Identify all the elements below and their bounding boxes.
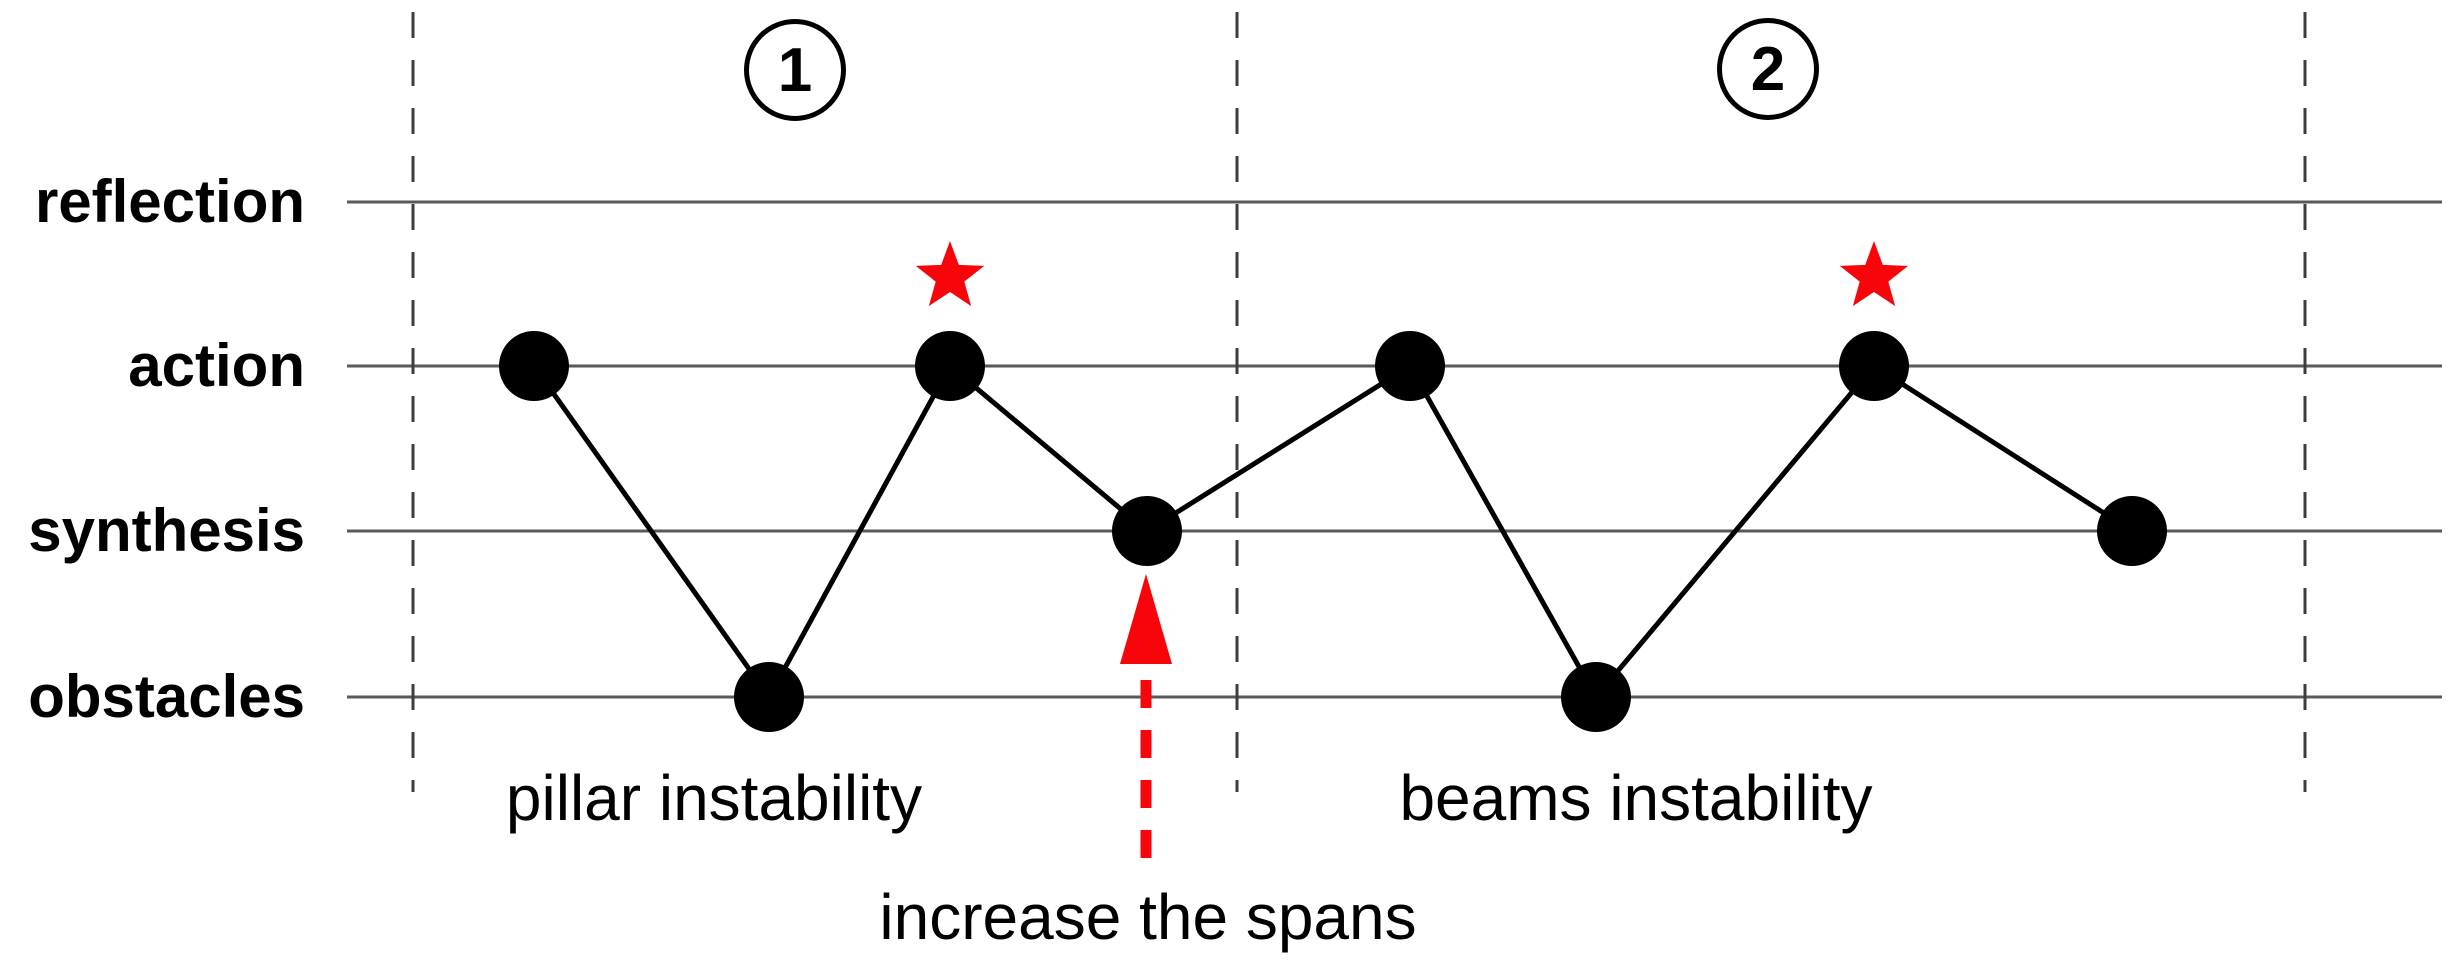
star-icon xyxy=(1839,241,1909,307)
data-point-synthesis xyxy=(2097,496,2167,566)
y-axis-label-synthesis: synthesis xyxy=(28,497,305,564)
y-axis-label-reflection: reflection xyxy=(34,168,305,235)
section-1-caption: pillar instability xyxy=(505,762,923,834)
data-point-action xyxy=(915,331,985,401)
data-point-synthesis xyxy=(1112,496,1182,566)
data-point-action xyxy=(499,331,569,401)
star-icon xyxy=(915,241,985,307)
section-2-number-badge: 2 xyxy=(1717,18,1819,120)
series-line xyxy=(531,362,2134,702)
section-2-caption: beams instability xyxy=(1399,762,1873,834)
section-1-number-badge: 1 xyxy=(744,19,846,121)
data-point-action xyxy=(1375,331,1445,401)
y-axis-label-obstacles: obstacles xyxy=(28,663,305,730)
annotation-increase-spans-label: increase the spans xyxy=(879,881,1417,953)
data-point-action xyxy=(1839,331,1909,401)
arrow-up-head-icon xyxy=(1120,574,1172,664)
data-point-obstacles xyxy=(734,662,804,732)
y-axis-label-action: action xyxy=(128,332,305,399)
data-point-obstacles xyxy=(1561,662,1631,732)
